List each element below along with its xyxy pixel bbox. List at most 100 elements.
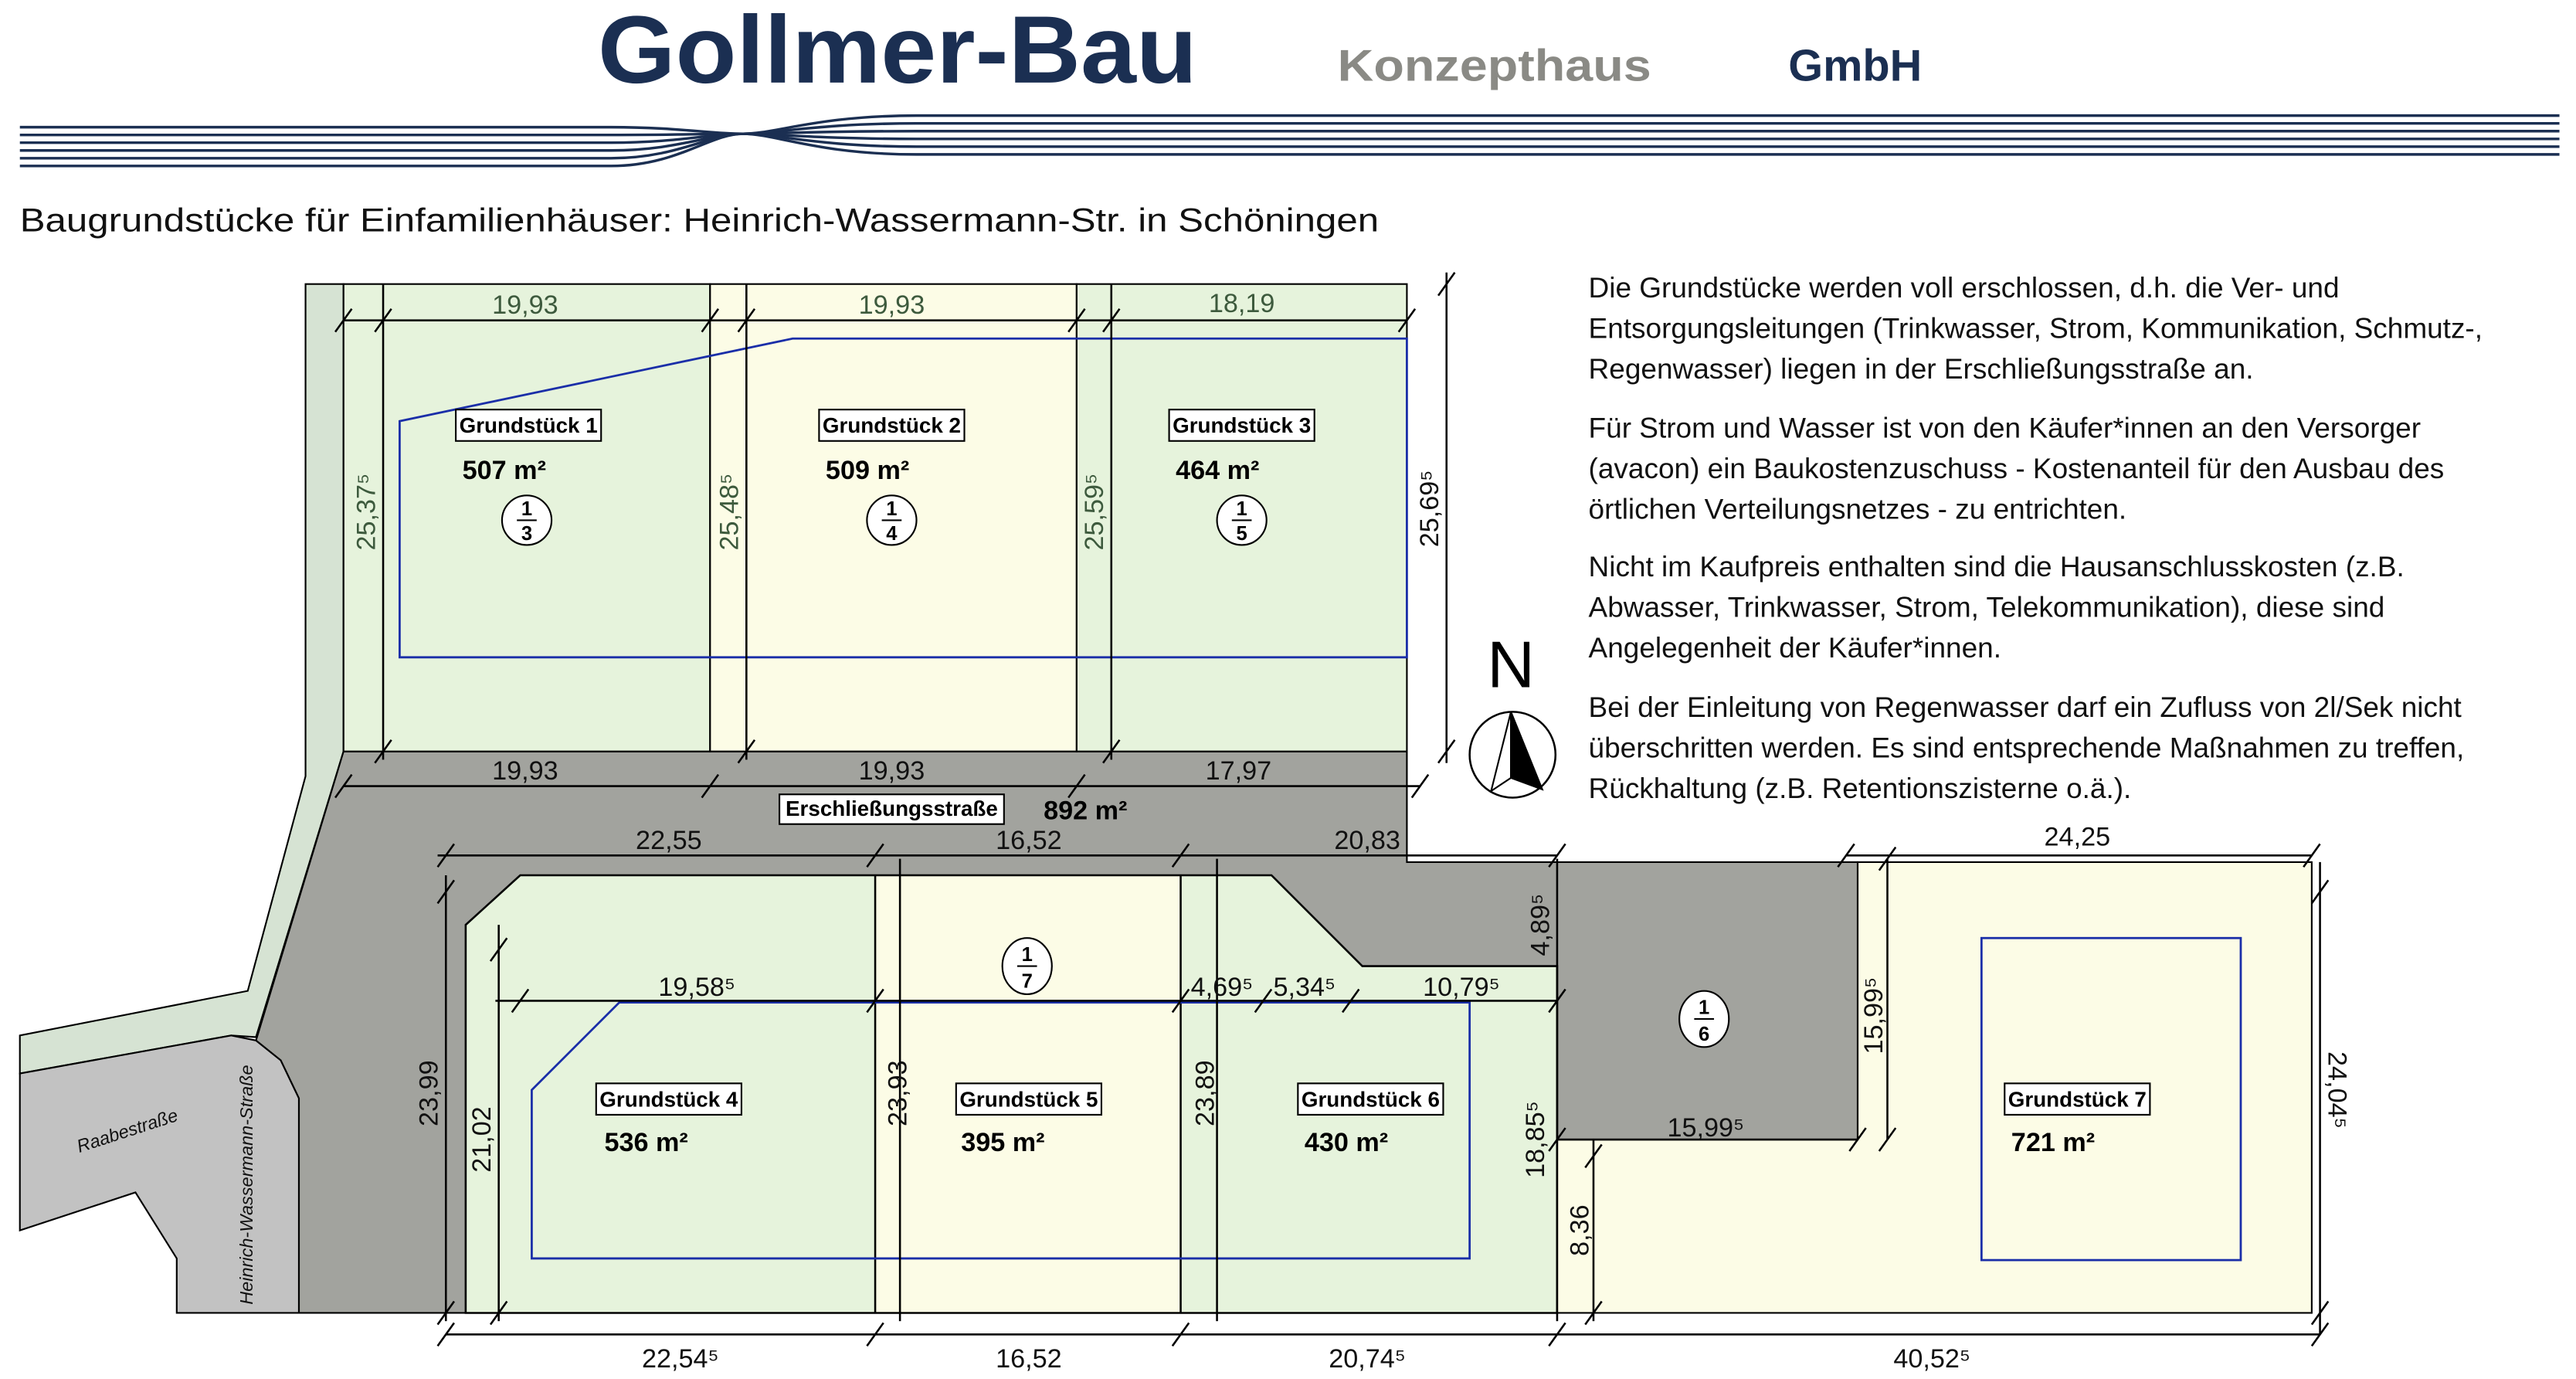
dimension-lines xyxy=(334,271,2330,1347)
lot-6[interactable]: Grundstück 6 430 m² xyxy=(1297,1082,1444,1157)
note-line: Die Grundstücke werden voll erschlossen,… xyxy=(1589,272,2340,304)
decorative-line xyxy=(19,121,2560,137)
note-line: örtlichen Verteilungsnetzes - zu entrich… xyxy=(1589,494,2127,525)
dimension-tick xyxy=(374,739,392,764)
parcel-frac-num: 1 xyxy=(1022,944,1033,966)
road-label: Erschließungsstraße 892 m² xyxy=(779,793,1127,825)
dim-top-3: 18,19 xyxy=(1209,289,1275,318)
dimension-tick xyxy=(511,988,530,1014)
dimension-tick xyxy=(701,308,720,333)
lot-label: Grundstück 3 xyxy=(1173,413,1311,437)
dimension-tick xyxy=(866,988,884,1014)
dimension-tick xyxy=(1837,843,1855,868)
note-line: Bei der Einleitung von Regenwasser darf … xyxy=(1589,691,2462,723)
dim-top-2: 19,93 xyxy=(859,290,925,320)
building-envelope-bottom xyxy=(531,1001,1471,1260)
dim-lot7-depth: 24,04⁵ xyxy=(2322,1051,2351,1129)
north-arrow: N xyxy=(1468,628,1557,799)
notes: Die Grundstücke werden voll erschlossen,… xyxy=(1589,272,2483,804)
dim-corner-depth: 4,89⁵ xyxy=(1526,894,1555,956)
dimension-tick xyxy=(436,1300,455,1326)
dimension-tick xyxy=(489,937,508,962)
plan-areas xyxy=(19,283,2313,1314)
dim-low-top-3: 20,83 xyxy=(1334,826,1400,855)
parcel-frac-num: 1 xyxy=(1699,997,1709,1019)
dimension-tick xyxy=(1548,1127,1566,1152)
dimension-tick xyxy=(1410,773,1430,799)
lot-label: Grundstück 1 xyxy=(460,413,598,437)
north-label: N xyxy=(1487,628,1535,701)
dimension-tick xyxy=(1067,773,1086,799)
dim-lot6-depth: 23,89 xyxy=(1190,1060,1220,1126)
dim-depth-3: 25,59⁵ xyxy=(1080,474,1109,551)
lot-2[interactable]: Grundstück 2 509 m² 1 4 xyxy=(818,409,966,546)
dim-depth-total: 25,69⁵ xyxy=(1415,470,1444,548)
dimension-tick xyxy=(2310,879,2330,905)
dimension-labels: 19,93 19,93 18,19 25,37⁵ 25,48⁵ 25,59⁵ 2… xyxy=(351,289,2351,1374)
dimension-tick xyxy=(2310,1300,2330,1326)
lot-7[interactable]: Grundstück 7 721 m² xyxy=(2004,1082,2151,1157)
note-line: Abwasser, Trinkwasser, Strom, Telekommun… xyxy=(1589,592,2385,623)
dimension-tick xyxy=(1878,846,1897,871)
dimension-tick xyxy=(1437,739,1456,764)
company-header: Gollmer-Bau Konzepthaus GmbH xyxy=(598,0,1922,104)
dimension-tick xyxy=(1342,988,1360,1014)
dimension-tick xyxy=(436,843,455,868)
lot-frac-num: 1 xyxy=(1237,498,1247,520)
lot-3[interactable]: Grundstück 3 464 m² 1 5 xyxy=(1168,409,1315,546)
parcel-frac-den: 6 xyxy=(1699,1024,1709,1045)
lot-1[interactable]: Grundstück 1 507 m² 1 3 xyxy=(455,409,602,546)
lot-area: 507 m² xyxy=(463,456,546,485)
lot-5[interactable]: Grundstück 5 395 m² xyxy=(955,1082,1103,1157)
note-line: Rückhaltung (z.B. Retentionszisterne o.ä… xyxy=(1589,773,2132,804)
dimension-tick xyxy=(1067,308,1086,333)
dim-lot7-lower-depth: 8,36 xyxy=(1566,1204,1595,1256)
building-envelope-lot-7 xyxy=(1980,936,2242,1262)
lot-label: Grundstück 2 xyxy=(823,413,961,437)
dimension-tick xyxy=(1171,988,1190,1014)
lot-labels: Grundstück 1 507 m² 1 3 Grundstück 2 509… xyxy=(74,409,2151,1305)
dimension-tick xyxy=(1584,1143,1603,1169)
dimension-tick xyxy=(1397,308,1417,333)
lot-label: Grundstück 6 xyxy=(1302,1087,1440,1111)
street-heinrich-wassermann: Heinrich-Wassermann-Straße xyxy=(236,1065,256,1304)
dim-top-1: 19,93 xyxy=(492,290,558,320)
dimension-tick xyxy=(374,308,392,333)
dimension-tick xyxy=(489,1300,508,1326)
dim-lot4-depth-inner: 21,02 xyxy=(467,1106,497,1173)
dimension-tick xyxy=(1171,843,1190,868)
dimension-tick xyxy=(1878,1127,1897,1152)
dim-bottom-4: 40,52⁵ xyxy=(1893,1344,1970,1374)
lot-area: 430 m² xyxy=(1305,1128,1388,1157)
dimension-tick xyxy=(737,308,756,333)
decorative-line xyxy=(19,130,2560,144)
dim-parcel6-depth: 15,99⁵ xyxy=(1859,977,1889,1055)
dim-envelope-3: 5,34⁵ xyxy=(1274,973,1336,1002)
building-envelope-top xyxy=(399,337,1408,659)
dim-lot6-right-depth: 18,85⁵ xyxy=(1521,1101,1550,1178)
dimension-tick xyxy=(2310,1322,2330,1347)
dimension-tick xyxy=(1848,1127,1867,1152)
brand-subtitle: Konzepthaus xyxy=(1338,42,1651,91)
lot-area: 536 m² xyxy=(604,1128,687,1157)
decorative-line xyxy=(19,132,2560,168)
lot-area: 509 m² xyxy=(826,456,909,485)
dim-bottom-1: 22,54⁵ xyxy=(642,1344,719,1374)
dimension-tick xyxy=(866,843,884,868)
dimension-tick xyxy=(436,1322,455,1347)
dimension-tick xyxy=(334,308,353,333)
brand-suffix: GmbH xyxy=(1788,42,1922,91)
dimension-tick xyxy=(1548,1322,1566,1347)
lot-label: Grundstück 7 xyxy=(2008,1087,2147,1111)
lot-4[interactable]: Grundstück 4 536 m² xyxy=(595,1082,742,1157)
dim-road-2: 19,93 xyxy=(859,756,925,786)
dimension-tick xyxy=(2303,843,2321,868)
parcel-1-7: 1 7 xyxy=(1001,937,1053,995)
dim-envelope-2: 4,69⁵ xyxy=(1191,973,1254,1002)
dimension-tick xyxy=(1171,1322,1190,1347)
raabestrasse-area xyxy=(19,1034,300,1314)
dimension-tick xyxy=(1437,271,1456,297)
parcel-1-6: 1 6 xyxy=(1678,990,1730,1048)
dimension-tick xyxy=(737,739,756,764)
dimension-tick xyxy=(701,773,720,799)
